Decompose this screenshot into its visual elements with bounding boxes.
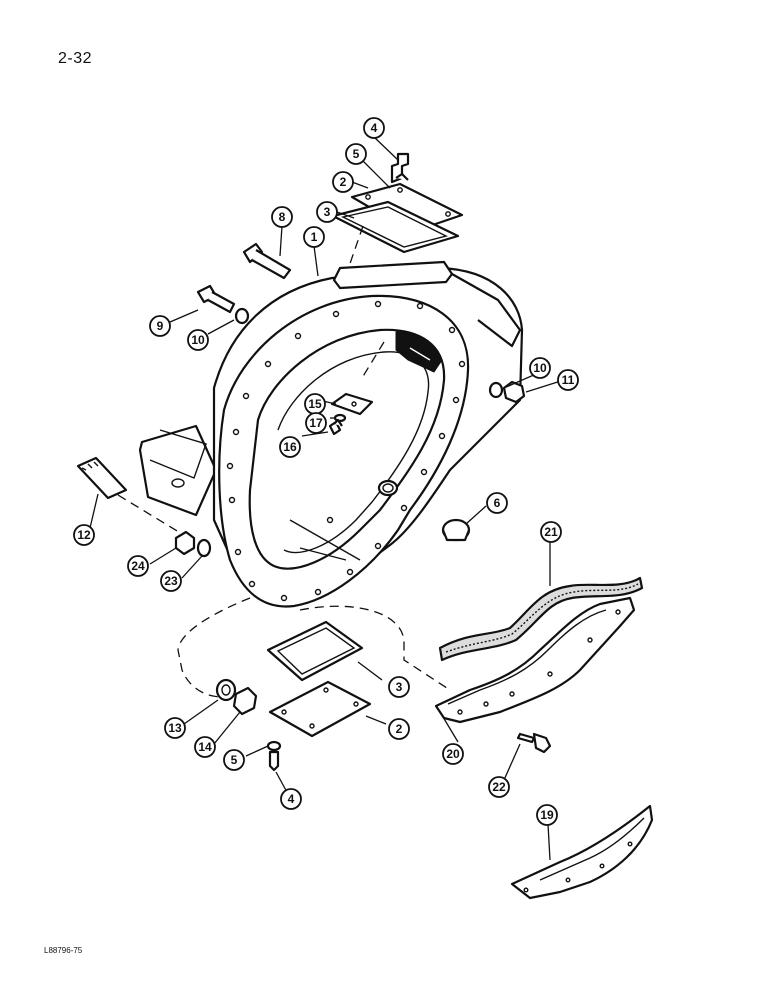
svg-text:14: 14 bbox=[198, 740, 212, 754]
callout-9: 9 bbox=[149, 315, 171, 337]
callout-14: 14 bbox=[194, 736, 216, 758]
svg-text:16: 16 bbox=[283, 440, 297, 454]
svg-text:2: 2 bbox=[396, 722, 403, 736]
callout-19: 19 bbox=[536, 804, 558, 826]
washer-10-left bbox=[234, 307, 250, 325]
gasket-21 bbox=[438, 576, 644, 662]
svg-text:9: 9 bbox=[157, 319, 164, 333]
svg-text:21: 21 bbox=[544, 525, 558, 539]
callout-6: 6 bbox=[486, 492, 508, 514]
shield-19 bbox=[510, 804, 654, 900]
washer-23 bbox=[196, 538, 212, 558]
svg-text:2: 2 bbox=[340, 175, 347, 189]
callout-24: 24 bbox=[127, 555, 149, 577]
callout-12: 12 bbox=[73, 524, 95, 546]
callout-17: 17 bbox=[305, 412, 327, 434]
top-cover-bolt bbox=[390, 152, 410, 184]
callout-4-top: 4 bbox=[363, 117, 385, 139]
svg-text:11: 11 bbox=[562, 373, 575, 387]
callout-21: 21 bbox=[540, 521, 562, 543]
nut-14 bbox=[232, 686, 258, 716]
svg-text:15: 15 bbox=[308, 397, 322, 411]
svg-text:8: 8 bbox=[279, 210, 286, 224]
svg-text:1: 1 bbox=[311, 230, 318, 244]
callout-5-top: 5 bbox=[345, 143, 367, 165]
nut-11 bbox=[502, 380, 526, 404]
svg-text:5: 5 bbox=[231, 753, 238, 767]
callout-2-top: 2 bbox=[332, 171, 354, 193]
svg-text:13: 13 bbox=[168, 721, 182, 735]
bolt-22 bbox=[516, 732, 552, 754]
washer-13 bbox=[215, 678, 237, 702]
callout-5-bottom: 5 bbox=[223, 749, 245, 771]
callout-10-right: 10 bbox=[529, 357, 551, 379]
bottom-bolt-4 bbox=[268, 750, 280, 772]
svg-text:23: 23 bbox=[164, 574, 178, 588]
pan-20 bbox=[434, 596, 636, 724]
housing-bolt-8 bbox=[242, 242, 292, 280]
bottom-cover-plate bbox=[268, 680, 372, 738]
flywheel-housing bbox=[138, 260, 524, 608]
callout-15: 15 bbox=[304, 393, 326, 415]
callout-11: 11 bbox=[557, 369, 579, 391]
callout-1: 1 bbox=[303, 226, 325, 248]
svg-text:10: 10 bbox=[191, 333, 205, 347]
bolt-16 bbox=[328, 418, 343, 436]
washer-10-right bbox=[488, 381, 504, 399]
leader-lines bbox=[89, 136, 565, 861]
svg-text:24: 24 bbox=[131, 559, 145, 573]
callout-23: 23 bbox=[160, 570, 182, 592]
callout-4-bottom: 4 bbox=[280, 788, 302, 810]
svg-text:3: 3 bbox=[324, 205, 331, 219]
callout-16: 16 bbox=[279, 436, 301, 458]
plug-6 bbox=[441, 518, 471, 542]
callout-10-left: 10 bbox=[187, 329, 209, 351]
callouts: 4 5 2 3 8 1 9 10 10 11 15 17 16 6 12 21 … bbox=[73, 117, 579, 826]
callout-22: 22 bbox=[488, 776, 510, 798]
figure-code: L88796-75 bbox=[44, 946, 83, 955]
nut-24 bbox=[174, 530, 196, 556]
callout-3-bottom: 3 bbox=[388, 676, 410, 698]
svg-text:4: 4 bbox=[371, 121, 378, 135]
callout-8: 8 bbox=[271, 206, 293, 228]
page-number: 2-32 bbox=[58, 50, 93, 67]
bottom-washer-5 bbox=[266, 740, 282, 752]
svg-text:20: 20 bbox=[446, 747, 460, 761]
housing-bolt-9 bbox=[196, 284, 236, 314]
svg-text:10: 10 bbox=[533, 361, 547, 375]
svg-text:5: 5 bbox=[353, 147, 360, 161]
top-cover-gasket bbox=[331, 200, 460, 254]
callout-20: 20 bbox=[442, 743, 464, 765]
svg-text:12: 12 bbox=[77, 528, 91, 542]
stud-12 bbox=[76, 456, 128, 500]
callout-3-top: 3 bbox=[316, 201, 338, 223]
svg-text:17: 17 bbox=[309, 416, 323, 430]
svg-text:4: 4 bbox=[288, 792, 295, 806]
svg-text:19: 19 bbox=[540, 808, 554, 822]
svg-text:3: 3 bbox=[396, 680, 403, 694]
callout-13: 13 bbox=[164, 717, 186, 739]
svg-text:22: 22 bbox=[492, 780, 506, 794]
svg-text:6: 6 bbox=[494, 496, 501, 510]
callout-2-bottom: 2 bbox=[388, 718, 410, 740]
